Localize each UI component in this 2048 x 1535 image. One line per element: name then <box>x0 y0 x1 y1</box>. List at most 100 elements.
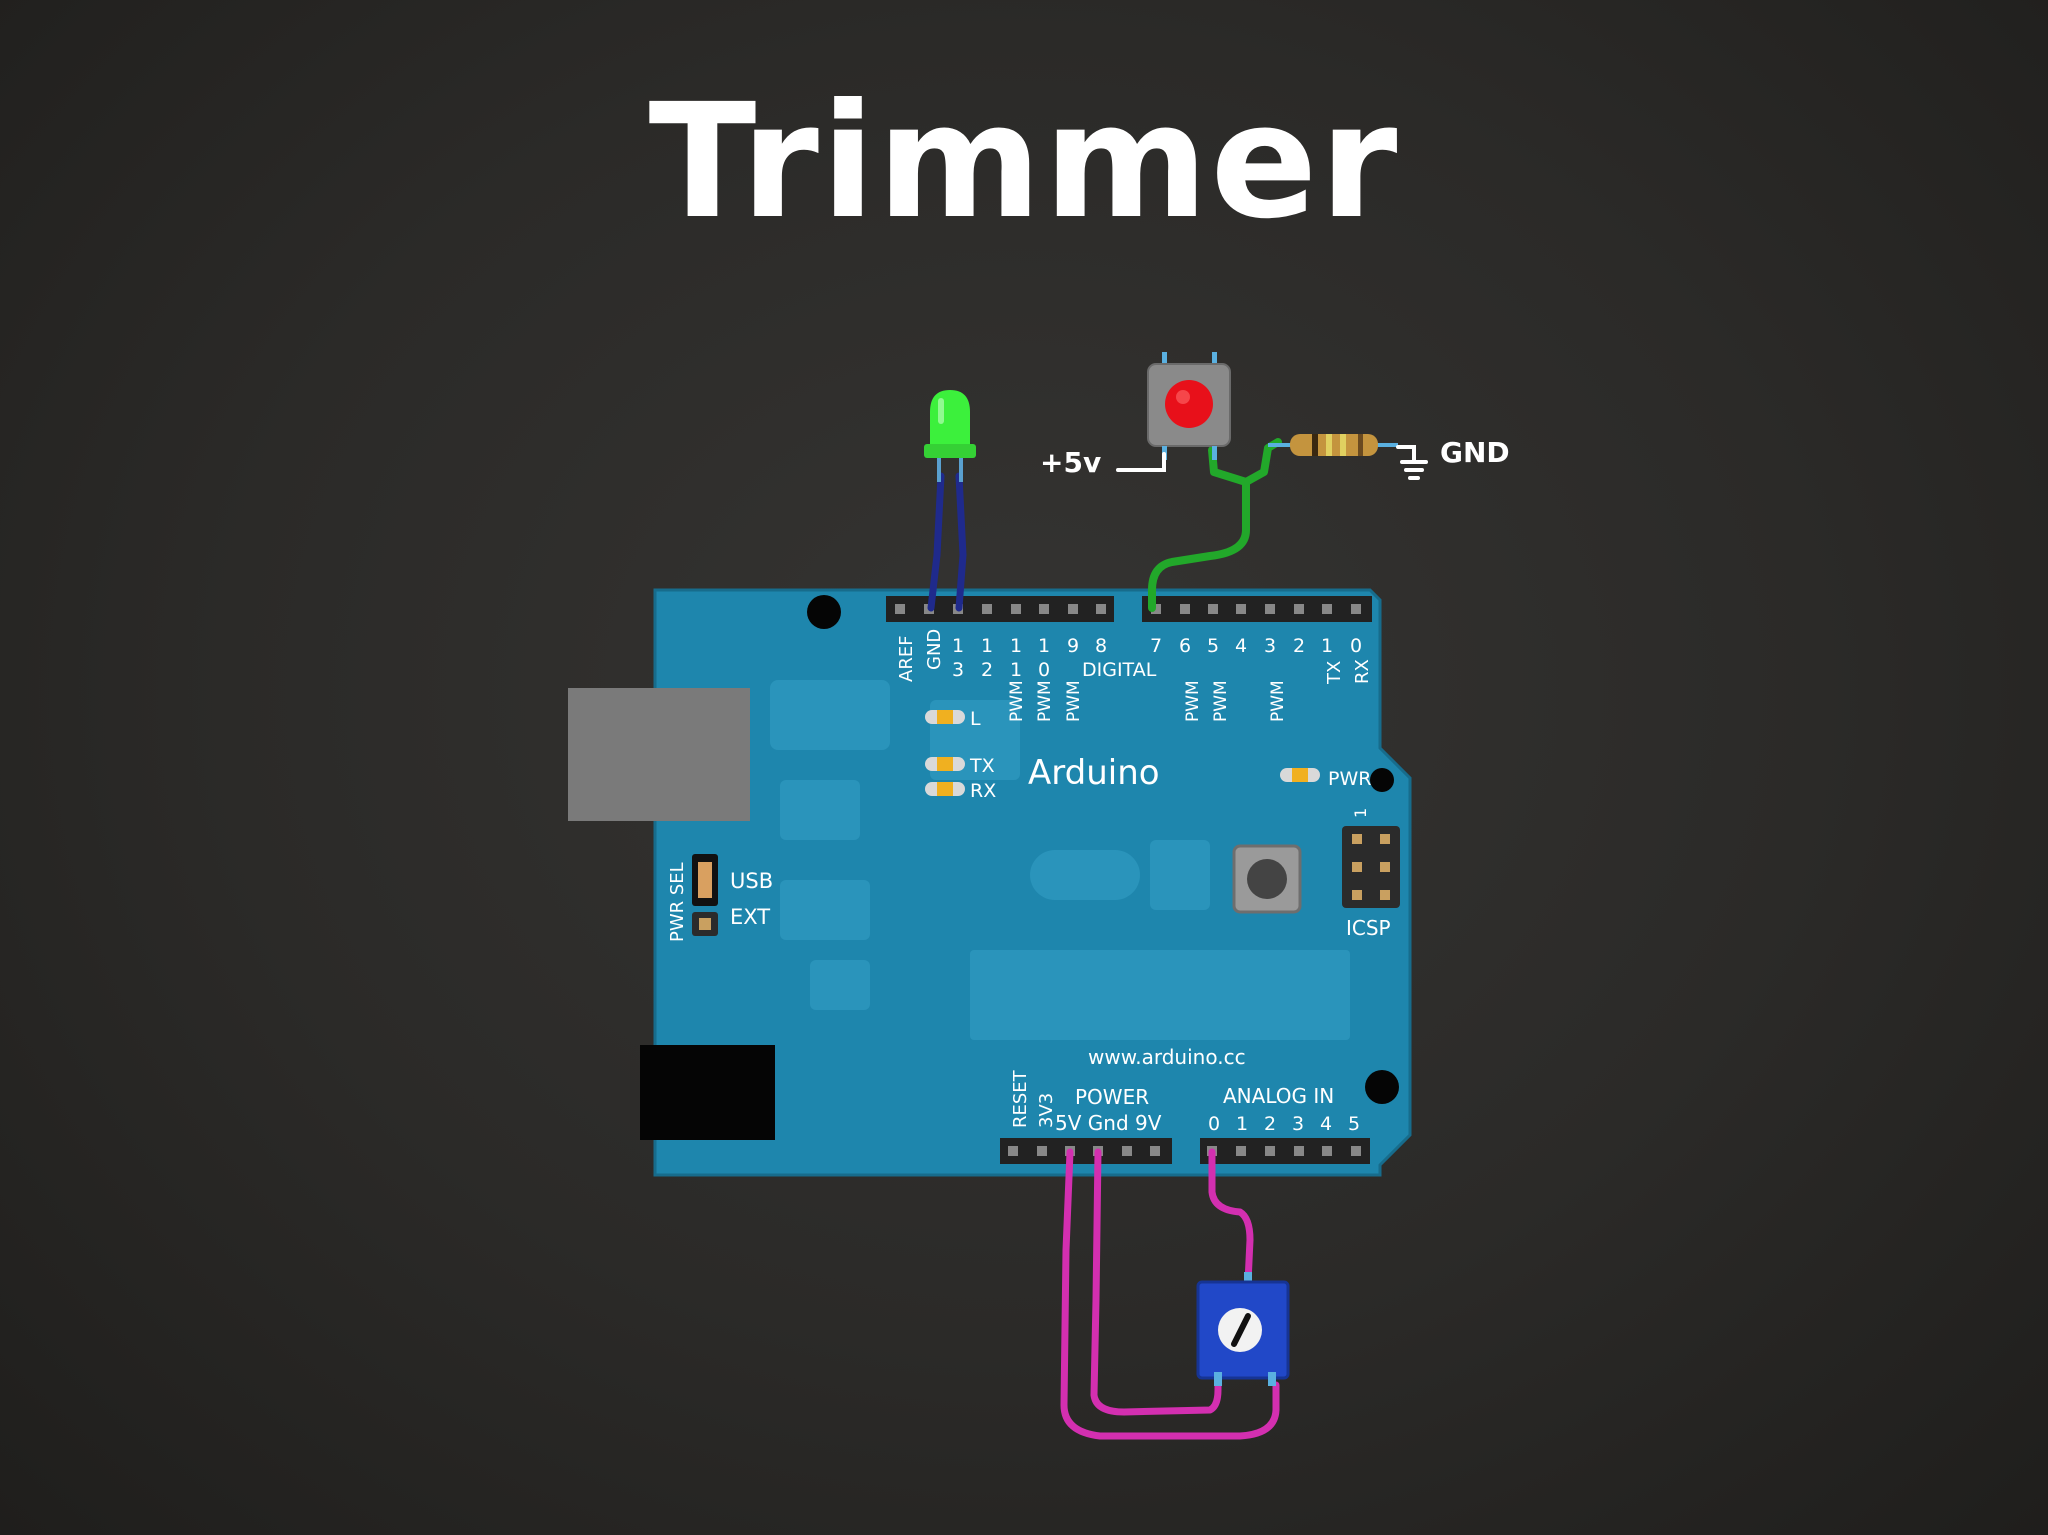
pwm-label: PWM <box>1183 680 1203 722</box>
icsp-label: ICSP <box>1346 916 1391 940</box>
header-pin <box>1294 604 1304 614</box>
pwr-led-label: PWR <box>1328 768 1371 790</box>
digital-pin-number: 5 <box>1207 635 1219 657</box>
header-pin <box>1208 604 1218 614</box>
pwm-label: PWM <box>1268 680 1288 722</box>
pwr-sel-label: PWR SEL <box>667 862 688 942</box>
header-pin <box>1068 604 1078 614</box>
header-pin <box>1011 604 1021 614</box>
header-pin <box>1351 1146 1361 1156</box>
header-pin <box>1122 1146 1132 1156</box>
button-wire <box>1148 438 1282 612</box>
gnd-annotation: GND <box>1440 436 1510 469</box>
arduino-brand-label: Arduino <box>1028 753 1160 793</box>
led-label-rx: RX <box>970 780 996 802</box>
led-wires <box>927 472 967 612</box>
mounting-hole <box>1370 768 1394 792</box>
resistor <box>1268 434 1398 456</box>
header-pin <box>1322 604 1332 614</box>
header-pin <box>1037 1146 1047 1156</box>
header-pin <box>1236 1146 1246 1156</box>
analog-pin-number: 4 <box>1320 1113 1332 1135</box>
digital-pin-number: 6 <box>1179 635 1191 657</box>
arduino-board <box>653 588 1412 1177</box>
digital-pin-number: 3 <box>1264 635 1276 657</box>
digital-pin-number: 0 <box>1038 659 1050 681</box>
reset-button <box>1232 844 1302 914</box>
led-label-l: L <box>970 708 981 730</box>
push-button <box>1147 352 1231 460</box>
digital-pin-number: 8 <box>1095 635 1107 657</box>
pin-label-aref: AREF <box>896 635 917 682</box>
analog-in-label: ANALOG IN <box>1223 1084 1334 1108</box>
page-title: Trimmer <box>648 70 1400 254</box>
reset-pin-label: RESET <box>1010 1069 1031 1128</box>
digital-pin-number: 1 <box>1038 635 1050 657</box>
plus5v-annotation: +5v <box>1040 446 1101 479</box>
header-pin <box>1236 604 1246 614</box>
digital-pin-number: 1 <box>1321 635 1333 657</box>
onboard-led-rx <box>925 782 965 796</box>
digital-pin-number: 1 <box>1010 659 1022 681</box>
analog-pin-number: 1 <box>1236 1113 1248 1135</box>
mounting-hole <box>807 595 841 629</box>
power-jack <box>640 1045 775 1140</box>
header-pin <box>1265 604 1275 614</box>
pwm-label: PWM <box>1007 680 1027 722</box>
digital-pin-number: 0 <box>1350 635 1362 657</box>
header-pin <box>1180 604 1190 614</box>
led-label-tx: TX <box>969 755 995 777</box>
header-pin <box>1265 1146 1275 1156</box>
header-pin <box>982 604 992 614</box>
url-label: www.arduino.cc <box>1088 1045 1246 1069</box>
green-led <box>924 390 976 482</box>
digital-pin-number: 1 <box>1010 635 1022 657</box>
pwm-label: PWM <box>1035 680 1055 722</box>
digital-pin-number: 4 <box>1235 635 1247 657</box>
digital-pin-number: 7 <box>1150 635 1162 657</box>
icsp-header <box>1342 826 1400 908</box>
pwr-sel-jumper <box>692 854 718 936</box>
mounting-hole <box>1365 1070 1399 1104</box>
icsp-pin1-label: 1 <box>1351 808 1370 818</box>
usb-connector <box>568 688 750 821</box>
header-pin <box>1008 1146 1018 1156</box>
usb-label: USB <box>730 869 773 893</box>
pin-label-tx: TX <box>1324 661 1345 685</box>
header-pin <box>1351 604 1361 614</box>
pwr-led <box>1280 768 1320 782</box>
analog-pin-number: 5 <box>1348 1113 1360 1135</box>
analog-pin-number: 2 <box>1264 1113 1276 1135</box>
trimmer-wires <box>1060 1148 1280 1440</box>
header-pin <box>1150 1146 1160 1156</box>
digital-pin-number: 2 <box>1293 635 1305 657</box>
header-pin <box>1322 1146 1332 1156</box>
header-pin <box>1151 604 1161 614</box>
digital-label: DIGITAL <box>1082 659 1157 681</box>
pwm-label: PWM <box>1064 680 1084 722</box>
plus5v-lead <box>1116 452 1166 472</box>
onboard-led-tx <box>925 757 965 771</box>
header-pin <box>1039 604 1049 614</box>
digital-pin-number: 9 <box>1067 635 1079 657</box>
power-label: POWER <box>1075 1085 1149 1109</box>
analog-header <box>1200 1138 1370 1164</box>
power-pins-label: 5V Gnd 9V <box>1055 1111 1162 1135</box>
digital-pin-number: 2 <box>981 659 993 681</box>
analog-pin-number: 3 <box>1292 1113 1304 1135</box>
power-header <box>1000 1138 1172 1164</box>
digital-pin-number: 3 <box>952 659 964 681</box>
analog-pin-number: 0 <box>1208 1113 1220 1135</box>
3v3-pin-label: 3V3 <box>1036 1093 1057 1128</box>
ext-label: EXT <box>730 905 770 929</box>
header-pin <box>1096 604 1106 614</box>
digital-pin-number: 1 <box>981 635 993 657</box>
pin-label-gnd: GND <box>924 629 945 670</box>
pin-label-rx: RX <box>1352 659 1373 684</box>
onboard-led-l <box>925 710 965 724</box>
digital-pin-number: 1 <box>952 635 964 657</box>
trimmer-potentiometer <box>1196 1272 1290 1386</box>
header-pin <box>895 604 905 614</box>
